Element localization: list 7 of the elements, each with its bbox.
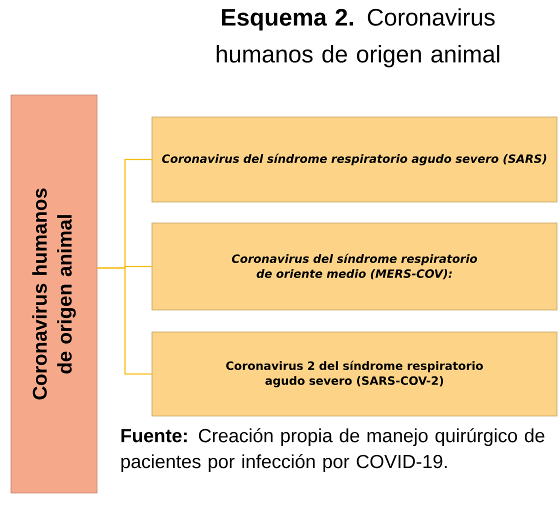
- category-box: Coronavirus humanos de origen animal: [10, 94, 98, 494]
- title: Esquema 2. Coronavirus humanos de origen animal: [216, 8, 500, 68]
- subtype-box: Coronavirus 2 del síndrome respiratorio agudo severo (SARS-COV-2): [152, 332, 558, 416]
- connector-line: [97, 267, 152, 375]
- caption: Fuente: Creación propia de manejo quirúrgico de pacientes por infección por COVID-19.: [121, 428, 544, 472]
- subtype-box: Coronavirus del síndrome respiratorio de oriente medio (MERS-COV):: [152, 222, 558, 310]
- subtype-box: Coronavirus del síndrome respiratorio agudo severo (SARS): [152, 116, 558, 202]
